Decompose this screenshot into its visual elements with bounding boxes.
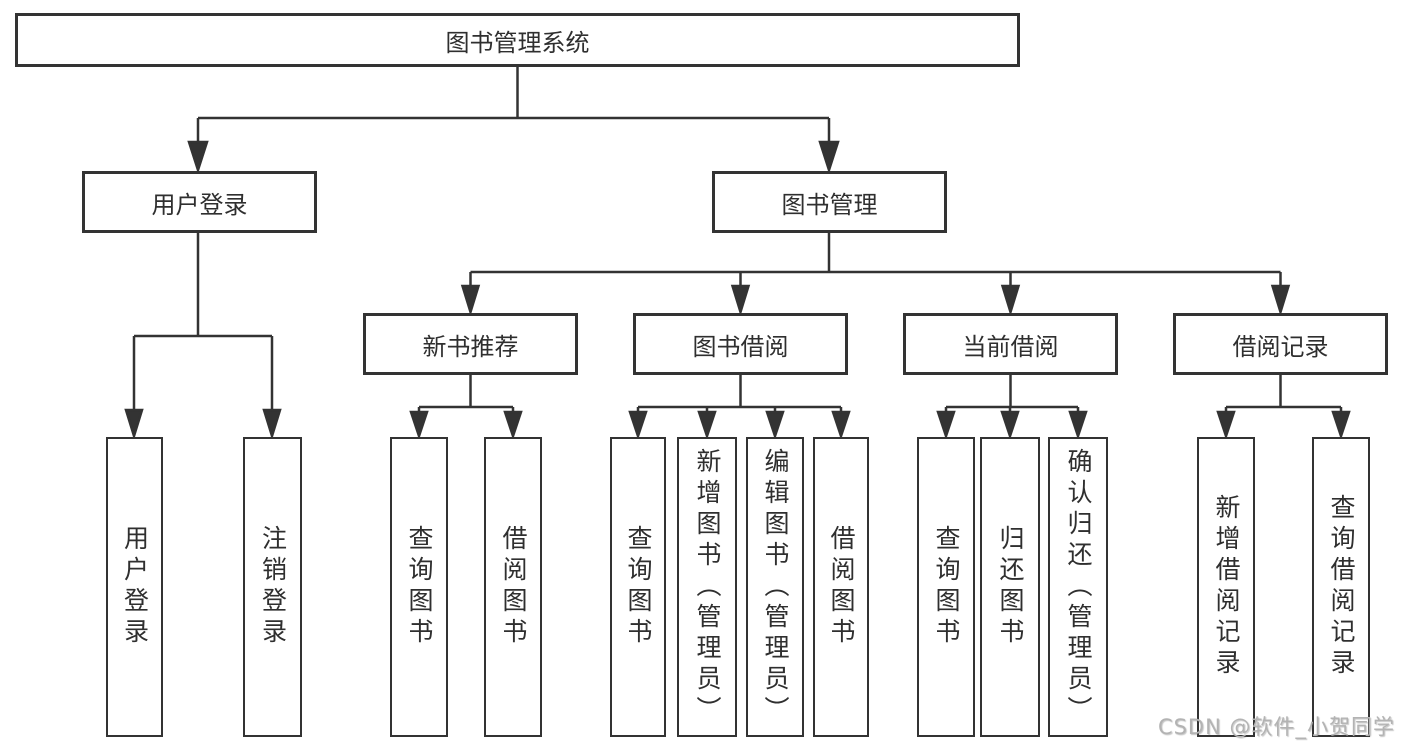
arrowhead-down-icon bbox=[818, 140, 840, 175]
node-book-management: 图书管理 bbox=[712, 171, 947, 233]
leaf-label: 归还图书 bbox=[996, 525, 1025, 649]
connector-user-login-to-leaves bbox=[124, 233, 282, 441]
node-label: 图书管理系统 bbox=[445, 28, 590, 57]
node-label: 用户登录 bbox=[151, 190, 248, 219]
arrowhead-down-icon bbox=[1068, 410, 1088, 440]
leaf-label: 用户登录 bbox=[120, 525, 150, 649]
leaf-borrow-books-2: 借阅图书 bbox=[813, 437, 869, 737]
arrowhead-down-icon bbox=[409, 410, 429, 440]
leaf-query-books-recommend: 查询图书 bbox=[390, 437, 448, 737]
arrowhead-down-icon bbox=[831, 410, 851, 440]
leaf-label: 借阅图书 bbox=[499, 525, 528, 649]
leaf-edit-book-admin: 编辑图书（管理员） bbox=[746, 437, 804, 737]
leaf-borrow-books-recommend: 借阅图书 bbox=[484, 437, 542, 737]
arrowhead-down-icon bbox=[1270, 284, 1291, 317]
arrowhead-down-icon bbox=[730, 284, 751, 317]
node-user-login: 用户登录 bbox=[82, 171, 317, 233]
leaf-logout: 注销登录 bbox=[243, 437, 302, 737]
leaf-add-book-admin: 新增图书（管理员） bbox=[677, 437, 737, 737]
arrowhead-down-icon bbox=[765, 410, 785, 440]
connector-new-book-recommend-to-leaves bbox=[409, 375, 523, 440]
arrowhead-down-icon bbox=[124, 408, 144, 441]
csdn-watermark: CSDN @软件_小贺同学 bbox=[1157, 715, 1395, 739]
arrowhead-down-icon bbox=[503, 410, 523, 440]
leaf-query-books-current: 查询图书 bbox=[917, 437, 975, 737]
leaf-label: 新增图书（管理员） bbox=[693, 447, 722, 727]
leaf-label: 新增借阅记录 bbox=[1212, 494, 1241, 680]
connector-book-borrow-to-leaves bbox=[628, 375, 851, 440]
leaf-label: 借阅图书 bbox=[827, 525, 856, 649]
leaf-confirm-return-admin: 确认归还（管理员） bbox=[1048, 437, 1108, 737]
node-label: 新书推荐 bbox=[422, 332, 519, 361]
node-label: 借阅记录 bbox=[1232, 332, 1329, 361]
node-book-management-system: 图书管理系统 bbox=[15, 13, 1020, 67]
node-borrow-records: 借阅记录 bbox=[1173, 313, 1388, 375]
arrowhead-down-icon bbox=[1216, 410, 1236, 440]
leaf-label: 查询图书 bbox=[405, 525, 434, 649]
leaf-query-books-borrow: 查询图书 bbox=[610, 437, 666, 737]
leaf-label: 确认归还（管理员） bbox=[1064, 447, 1093, 727]
leaf-label: 查询借阅记录 bbox=[1327, 494, 1356, 680]
node-label: 图书管理 bbox=[781, 190, 878, 219]
leaf-label: 注销登录 bbox=[258, 525, 288, 649]
node-book-borrow: 图书借阅 bbox=[633, 313, 848, 375]
arrowhead-down-icon bbox=[262, 408, 282, 441]
arrowhead-down-icon bbox=[697, 410, 717, 440]
leaf-label: 编辑图书（管理员） bbox=[761, 447, 790, 727]
arrowhead-down-icon bbox=[936, 410, 956, 440]
leaf-label: 查询图书 bbox=[624, 525, 653, 649]
leaf-user-login: 用户登录 bbox=[106, 437, 163, 737]
arrowhead-down-icon bbox=[1000, 410, 1020, 440]
connector-borrow-records-to-leaves bbox=[1216, 375, 1351, 440]
connector-current-borrow-to-leaves bbox=[936, 375, 1088, 440]
node-label: 图书借阅 bbox=[692, 332, 789, 361]
arrowhead-down-icon bbox=[1331, 410, 1351, 440]
arrowhead-down-icon bbox=[1000, 284, 1021, 317]
connector-book-management-to-level3 bbox=[460, 233, 1291, 317]
leaf-label: 查询图书 bbox=[932, 525, 961, 649]
leaf-return-book: 归还图书 bbox=[980, 437, 1040, 737]
leaf-add-borrow-record: 新增借阅记录 bbox=[1197, 437, 1255, 737]
node-label: 当前借阅 bbox=[962, 332, 1059, 361]
leaf-query-borrow-record: 查询借阅记录 bbox=[1312, 437, 1370, 737]
arrowhead-down-icon bbox=[187, 140, 209, 175]
node-current-borrow: 当前借阅 bbox=[903, 313, 1118, 375]
arrowhead-down-icon bbox=[460, 284, 481, 317]
connector-root-to-level2 bbox=[187, 67, 840, 175]
arrowhead-down-icon bbox=[628, 410, 648, 440]
node-new-book-recommend: 新书推荐 bbox=[363, 313, 578, 375]
